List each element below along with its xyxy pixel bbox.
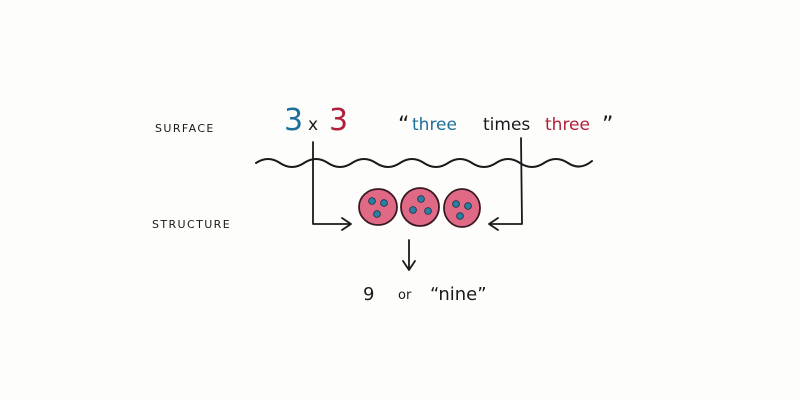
- result-number: 9: [363, 284, 374, 305]
- surface-times-sign: x: [308, 115, 318, 135]
- surface-word-three-red: three: [545, 115, 590, 135]
- structure-label: STRUCTURE: [152, 218, 231, 231]
- right-arrow-icon: [488, 217, 499, 231]
- surface-right-digit: 3: [329, 103, 348, 138]
- surface-label: SURFACE: [155, 122, 215, 135]
- left-arrow-icon: [341, 217, 352, 231]
- open-quote: “: [398, 113, 409, 138]
- surface-left-digit: 3: [284, 103, 303, 138]
- surface-boundary-wave: [255, 158, 593, 168]
- close-quote: ”: [602, 113, 613, 138]
- result-or: or: [398, 288, 412, 303]
- group-cell-3: [443, 188, 481, 228]
- group-cell-1: [358, 188, 398, 226]
- right-connector-line: [489, 137, 523, 225]
- result-word: “nine”: [430, 284, 487, 305]
- group-cell-2: [400, 187, 440, 227]
- left-connector-line: [312, 141, 351, 225]
- down-arrow-icon: [402, 260, 416, 271]
- surface-word-times: times: [483, 115, 530, 135]
- surface-word-three-blue: three: [412, 115, 457, 135]
- three-dot-group-icon: [358, 187, 481, 228]
